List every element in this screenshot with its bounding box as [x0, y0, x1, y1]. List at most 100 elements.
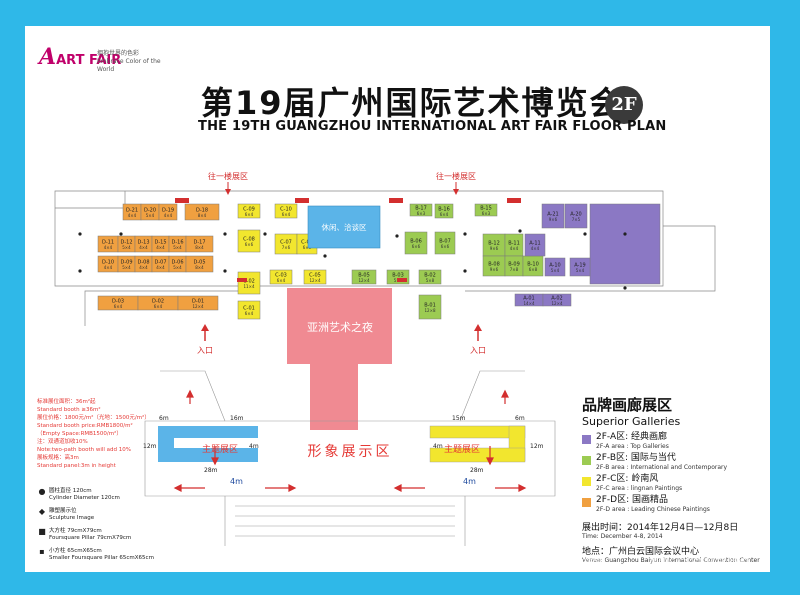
- booth-d-17[interactable]: [185, 235, 214, 253]
- booth-id: D-07: [154, 260, 166, 266]
- booth-d-19[interactable]: [158, 203, 178, 221]
- cylinder-icon: ●: [38, 487, 46, 496]
- booth-b-15[interactable]: [474, 203, 498, 217]
- booth-b-05[interactable]: [351, 269, 377, 285]
- to-first-floor-left[interactable]: 往一楼展区: [208, 171, 248, 195]
- entrance-left[interactable]: 入口: [197, 324, 213, 355]
- dim-left-4m: 4m: [249, 443, 259, 450]
- booth-size: 14×4: [524, 301, 535, 306]
- booth-a-11[interactable]: [524, 233, 546, 257]
- legend-title-en: Superior Galleries: [582, 415, 681, 428]
- booth-b-07[interactable]: [434, 231, 456, 255]
- booth-c-02[interactable]: [237, 271, 261, 295]
- legend-title-cn: 品牌画廊展区: [582, 396, 673, 414]
- booth-d-18[interactable]: [184, 203, 220, 221]
- small-pillar-icon: ▪: [39, 547, 45, 556]
- booth-c-08[interactable]: [237, 229, 261, 253]
- booth-size: 5×4: [122, 245, 131, 250]
- booth-id: B-17: [415, 206, 427, 212]
- booth-size: 6×4: [277, 278, 286, 283]
- pillar-dot: [463, 269, 467, 273]
- booth-size: 12×4: [359, 278, 370, 283]
- booth-id: A-10: [549, 263, 560, 269]
- note-line: 展位价格：1800元/m²（光地：1500元/m²）: [37, 415, 150, 421]
- booth-size: 5×4: [173, 245, 182, 250]
- booth-d-05[interactable]: [185, 255, 214, 273]
- dim-bottom-right-4m: 4m: [463, 477, 476, 486]
- legend-item-cn: 2F-D区: 国画精品: [596, 495, 668, 505]
- booth-b-17[interactable]: [409, 203, 433, 217]
- to-first-floor-right[interactable]: 往一楼展区: [436, 171, 476, 195]
- booth-size: 4×4: [139, 265, 148, 270]
- booth-c-01[interactable]: [237, 300, 261, 320]
- logo-tagline-en: Embrace Color of the World: [97, 58, 161, 73]
- booth-size: 4×4: [104, 265, 113, 270]
- logo-mark: A: [39, 44, 57, 70]
- booth-c-03[interactable]: [269, 269, 293, 285]
- booth-id: C-02: [243, 279, 255, 285]
- booth-size: 5×4: [173, 265, 182, 270]
- booth-a-21[interactable]: [541, 203, 565, 229]
- note-line: Standard panel:3m in height: [37, 463, 116, 469]
- symbol-en: Foursquare Pillar 79cmX79cm: [49, 535, 132, 541]
- booth-id: D-08: [137, 260, 149, 266]
- dim-left-12m: 12m: [143, 443, 157, 450]
- booth-a-20[interactable]: [564, 203, 588, 229]
- booth-id: B-12: [488, 241, 500, 247]
- pillar-dot: [223, 232, 227, 236]
- booth-id: D-03: [112, 299, 124, 305]
- booth-c-09[interactable]: [237, 203, 261, 219]
- floor-map: D-214×4D-205×4D-194×4D-188×4D-114×4D-125…: [54, 171, 716, 546]
- booth-d-01[interactable]: [177, 295, 219, 311]
- footer-executor: 承办单位：广州艺时代展览策划有限公司: [650, 558, 750, 564]
- booth-a-main-block[interactable]: [589, 203, 661, 285]
- booth-id: A-02: [551, 296, 562, 302]
- booth-b-02[interactable]: [418, 269, 442, 285]
- booth-size: 7×5: [572, 217, 581, 222]
- theme-zone-left: 主题展区: [158, 426, 258, 462]
- to-first-floor-left-label: 往一楼展区: [208, 171, 248, 181]
- booth-id: D-21: [126, 208, 138, 214]
- legend-item-en: 2F-D area : Leading Chinese Paintings: [596, 506, 710, 513]
- booth-c-10[interactable]: [274, 203, 298, 219]
- large-pillar-icon: ■: [38, 527, 46, 536]
- booth-id: B-01: [424, 303, 436, 309]
- booth-size: 6×6: [441, 244, 450, 249]
- to-first-floor-right-label: 往一楼展区: [436, 171, 476, 181]
- swatch-b: [582, 456, 591, 465]
- symbol-cn: 小方柱 65cmX65cm: [49, 548, 102, 554]
- booth-a-19[interactable]: [569, 257, 591, 277]
- symbol-cn: 圆柱直径 120cm: [49, 488, 92, 494]
- booth-c-05[interactable]: [303, 269, 327, 285]
- image-zone-outline: [144, 370, 556, 546]
- booth-id: A-20: [570, 212, 581, 218]
- logo-tagline-cn: 拥抱世界的色彩: [97, 50, 140, 57]
- booth-a-02[interactable]: [542, 293, 572, 307]
- lower-arrows: [173, 389, 527, 492]
- booth-size: 9×6: [549, 217, 558, 222]
- booth-b-01[interactable]: [418, 294, 442, 320]
- booth-a-10[interactable]: [544, 257, 566, 277]
- booth-notes: 标准展位面积：36m²起 Standard booth ≥36m² 展位价格：1…: [37, 398, 167, 470]
- legend-item-en: 2F-C area : lingnan Paintings: [596, 485, 683, 492]
- symbol-cn: 雕塑展示位: [49, 508, 77, 514]
- booth-size: 9×6: [490, 246, 499, 251]
- asia-night-zone: [287, 288, 392, 364]
- symbol-en: Cylinder Diameter 120cm: [49, 495, 120, 501]
- entrance-right[interactable]: 入口: [470, 324, 486, 355]
- booth-size: 4×4: [104, 245, 113, 250]
- booth-id: A-01: [523, 296, 534, 302]
- booth-b-06[interactable]: [404, 231, 428, 255]
- booth-size: 6×6: [412, 244, 421, 249]
- booth-size: 4×4: [531, 246, 540, 251]
- note-line: 展板规格：高3m: [37, 455, 79, 461]
- title-cn: 第19届广州国际艺术博览会: [201, 84, 624, 122]
- booth-id: D-16: [171, 240, 183, 246]
- footer: 主办单位：中国美术家协会、广州市人民政府 承办单位：广州市文化广电新闻出版局 承…: [0, 553, 800, 567]
- pillar-dot: [263, 232, 267, 236]
- booth-id: D-02: [152, 299, 164, 305]
- exhibition-dates-en: Time: December 4-8, 2014: [582, 533, 663, 540]
- booth-b-16[interactable]: [434, 203, 454, 219]
